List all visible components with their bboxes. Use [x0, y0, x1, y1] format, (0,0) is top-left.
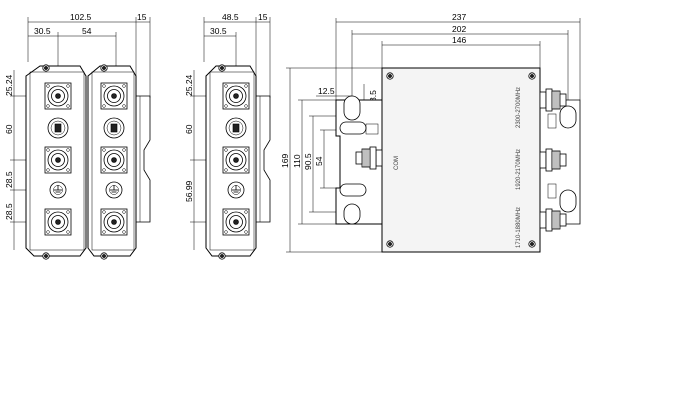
plug-icon — [47, 117, 69, 139]
n-connector-icon — [44, 208, 72, 236]
middle-view: 48.5 15 30.5 25.24 60 56.99 — [184, 12, 271, 260]
dim-left-pitch-a: 30.5 — [34, 26, 51, 36]
n-connector-side-icon — [539, 148, 567, 172]
ground-icon — [105, 181, 123, 199]
band-label-low: 1710-1880MHz — [516, 207, 522, 248]
n-connector-icon — [100, 208, 128, 236]
dim-left-lower-b: 28.5 — [4, 203, 14, 220]
band-label-top: 2300-2700MHz — [516, 87, 522, 128]
ground-icon — [49, 181, 67, 199]
dim-right-width-c: 146 — [452, 35, 466, 45]
dim-mid-flange: 15 — [258, 12, 268, 22]
n-connector-side-icon — [539, 208, 567, 232]
n-connector-icon — [222, 82, 250, 110]
n-connector-icon — [44, 146, 72, 174]
dim-right-total-width: 237 — [452, 12, 466, 22]
plug-icon — [103, 117, 125, 139]
n-connector-icon — [100, 82, 128, 110]
dim-right-height-total: 169 — [280, 154, 290, 168]
n-connector-side-icon — [539, 88, 567, 112]
dim-right-hole-b: 8.5 — [368, 90, 378, 102]
dim-left-flange: 15 — [137, 12, 147, 22]
dim-right-width-b: 202 — [452, 24, 466, 34]
dim-right-height-d: 54 — [314, 156, 324, 166]
dim-right-height-c: 90.5 — [303, 153, 313, 170]
n-connector-icon — [100, 146, 128, 174]
dim-mid-vertical-mid: 60 — [184, 124, 194, 134]
dim-right-height-b: 110 — [292, 154, 302, 168]
ground-icon — [227, 181, 245, 199]
dim-left-vertical-mid: 60 — [4, 124, 14, 134]
dim-left-lower-a: 28.5 — [4, 171, 14, 188]
right-view: 237 202 146 169 110 90.5 54 12.5 8.5 20 … — [280, 12, 581, 253]
dim-mid-total-width: 48.5 — [222, 12, 239, 22]
dim-left-pitch-b: 54 — [82, 26, 92, 36]
dim-left-total-width: 102.5 — [70, 12, 92, 22]
n-connector-icon — [222, 146, 250, 174]
dim-mid-lower: 56.99 — [184, 180, 194, 202]
main-housing — [381, 67, 541, 253]
n-connector-icon — [44, 82, 72, 110]
n-connector-icon — [222, 208, 250, 236]
dim-right-hole-a: 12.5 — [318, 86, 335, 96]
plug-icon — [225, 117, 247, 139]
dim-mid-pitch-a: 30.5 — [210, 26, 227, 36]
dim-left-top-offset: 25.24 — [4, 74, 14, 96]
band-label-mid: 1920-2170MHz — [516, 149, 522, 190]
left-view: 102.5 15 30.5 54 25.24 60 28.5 28.5 — [4, 12, 151, 260]
com-label: COM — [394, 156, 400, 170]
dim-mid-top-offset: 25.24 — [184, 74, 194, 96]
